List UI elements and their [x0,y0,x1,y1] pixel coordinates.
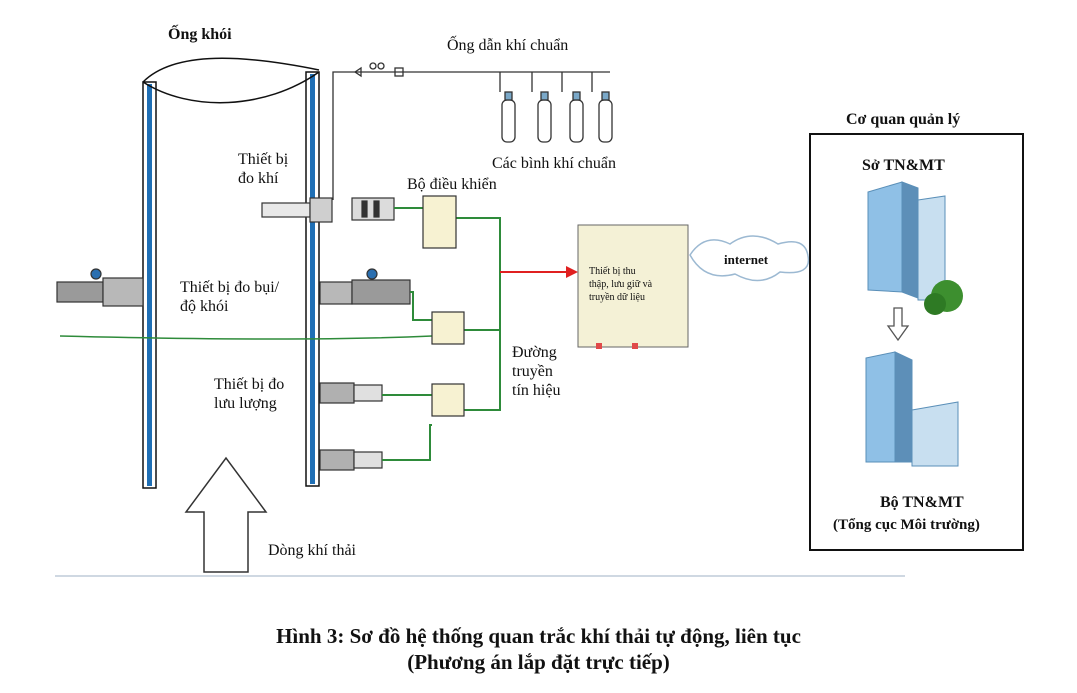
caption-line-2: (Phương án lắp đặt trực tiếp) [407,650,670,674]
std-gas-pipe [332,62,610,200]
data-arrow [500,266,578,278]
agency-title: Cơ quan quản lý [846,111,961,128]
gas-meter-label: Thiết bị đo khí [238,151,289,187]
ministry-label: Bộ TN&MT [880,494,964,511]
internet-cloud [689,235,810,282]
data-logger-box [577,224,689,349]
chimney-label: Ống khói [168,26,232,43]
internet-label: internet [724,252,769,267]
data-logger-label: Thiết bị thu thập, lưu giữ và truyền dữ … [589,266,653,303]
exhaust-flow-label: Dòng khí thải [268,542,356,559]
caption-line-1: Hình 3: Sơ đồ hệ thống quan trắc khí thả… [276,624,801,648]
controller-label: Bộ điều khiển [407,176,497,193]
signal-line-label: Đường truyền tín hiệu [512,344,561,399]
dust-meter-devices [56,268,411,307]
std-gas-pipe-label: Ống dẫn khí chuẩn [447,37,569,54]
signal-lines [59,207,501,461]
dust-meter-label: Thiết bị đo bụi/ độ khói [180,279,280,315]
std-gas-bottles [501,91,613,143]
std-gas-bottles-label: Các bình khí chuẩn [492,155,616,172]
dept-label: Sở TN&MT [862,157,945,174]
chimney [142,57,320,489]
controller-boxes [422,195,465,417]
down-arrow [886,307,910,342]
exhaust-arrow [184,456,268,573]
flow-meter-devices [319,382,383,471]
dept-building [867,181,963,315]
ministry-building [865,351,959,467]
gas-analyzer-device [261,197,395,223]
ministry-sub-label: (Tổng cục Môi trường) [833,517,980,533]
flow-meter-label: Thiết bị đo lưu lượng [214,376,285,412]
